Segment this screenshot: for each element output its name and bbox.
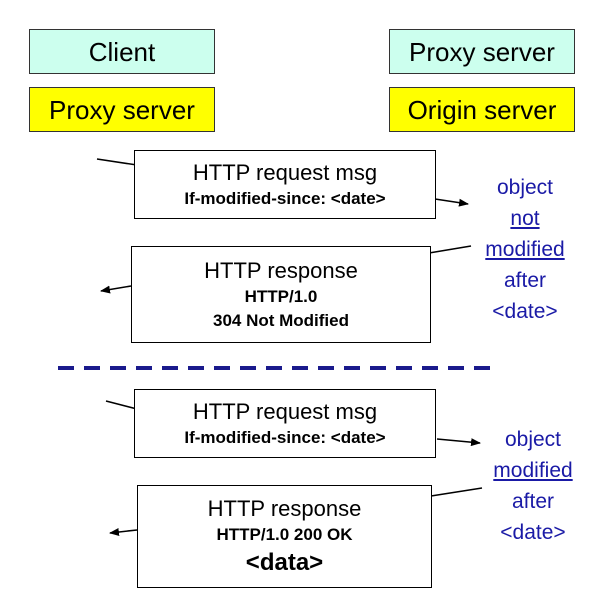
client-label: Client <box>29 29 215 74</box>
response1-title: HTTP response <box>204 257 358 283</box>
note1-line2: not <box>510 207 540 230</box>
response2-outgoing-arrow <box>109 528 138 536</box>
response2-line1: HTTP/1.0 200 OK <box>216 524 353 544</box>
response2-line2: <data> <box>245 548 324 576</box>
note2-line1: object <box>504 428 562 451</box>
proxy-server-label-right: Proxy server <box>389 29 575 74</box>
note1-line4: after <box>503 269 547 292</box>
note1-line1: object <box>496 176 554 199</box>
request1-outgoing-arrow <box>434 198 469 207</box>
proxy-server-label-right-text: Proxy server <box>409 36 555 67</box>
response1-line1: HTTP/1.0 <box>244 286 318 306</box>
response2-title: HTTP response <box>207 495 362 521</box>
note2-line4: <date> <box>500 521 566 544</box>
response2-box: HTTP response HTTP/1.0 200 OK <data> <box>137 485 432 588</box>
response1-line2: 304 Not Modified <box>212 310 349 330</box>
proxy-server-label-left: Proxy server <box>29 87 215 132</box>
client-label-text: Client <box>88 36 156 67</box>
request1-header: If-modified-since: <date> <box>184 188 386 208</box>
request2-incoming-line <box>105 400 138 410</box>
origin-server-label: Origin server <box>389 87 575 132</box>
note1-line5: <date> <box>492 300 558 323</box>
request2-header: If-modified-since: <date> <box>184 427 386 447</box>
note-modified: object modified after <date> <box>473 424 593 548</box>
proxy-server-label-left-text: Proxy server <box>49 94 195 125</box>
request1-incoming-line <box>96 158 138 166</box>
note-not-modified: object not modified after <date> <box>465 172 585 327</box>
response1-outgoing-arrow <box>100 285 132 294</box>
request2-title: HTTP request msg <box>192 398 378 424</box>
note2-line3: after <box>511 490 555 513</box>
note1-line3: modified <box>485 238 565 261</box>
note2-line2: modified <box>493 459 573 482</box>
origin-server-label-text: Origin server <box>407 94 557 125</box>
response1-box: HTTP response HTTP/1.0 304 Not Modified <box>131 246 431 343</box>
request2-box: HTTP request msg If-modified-since: <dat… <box>134 389 436 458</box>
request1-box: HTTP request msg If-modified-since: <dat… <box>134 150 436 219</box>
request1-title: HTTP request msg <box>192 159 378 185</box>
